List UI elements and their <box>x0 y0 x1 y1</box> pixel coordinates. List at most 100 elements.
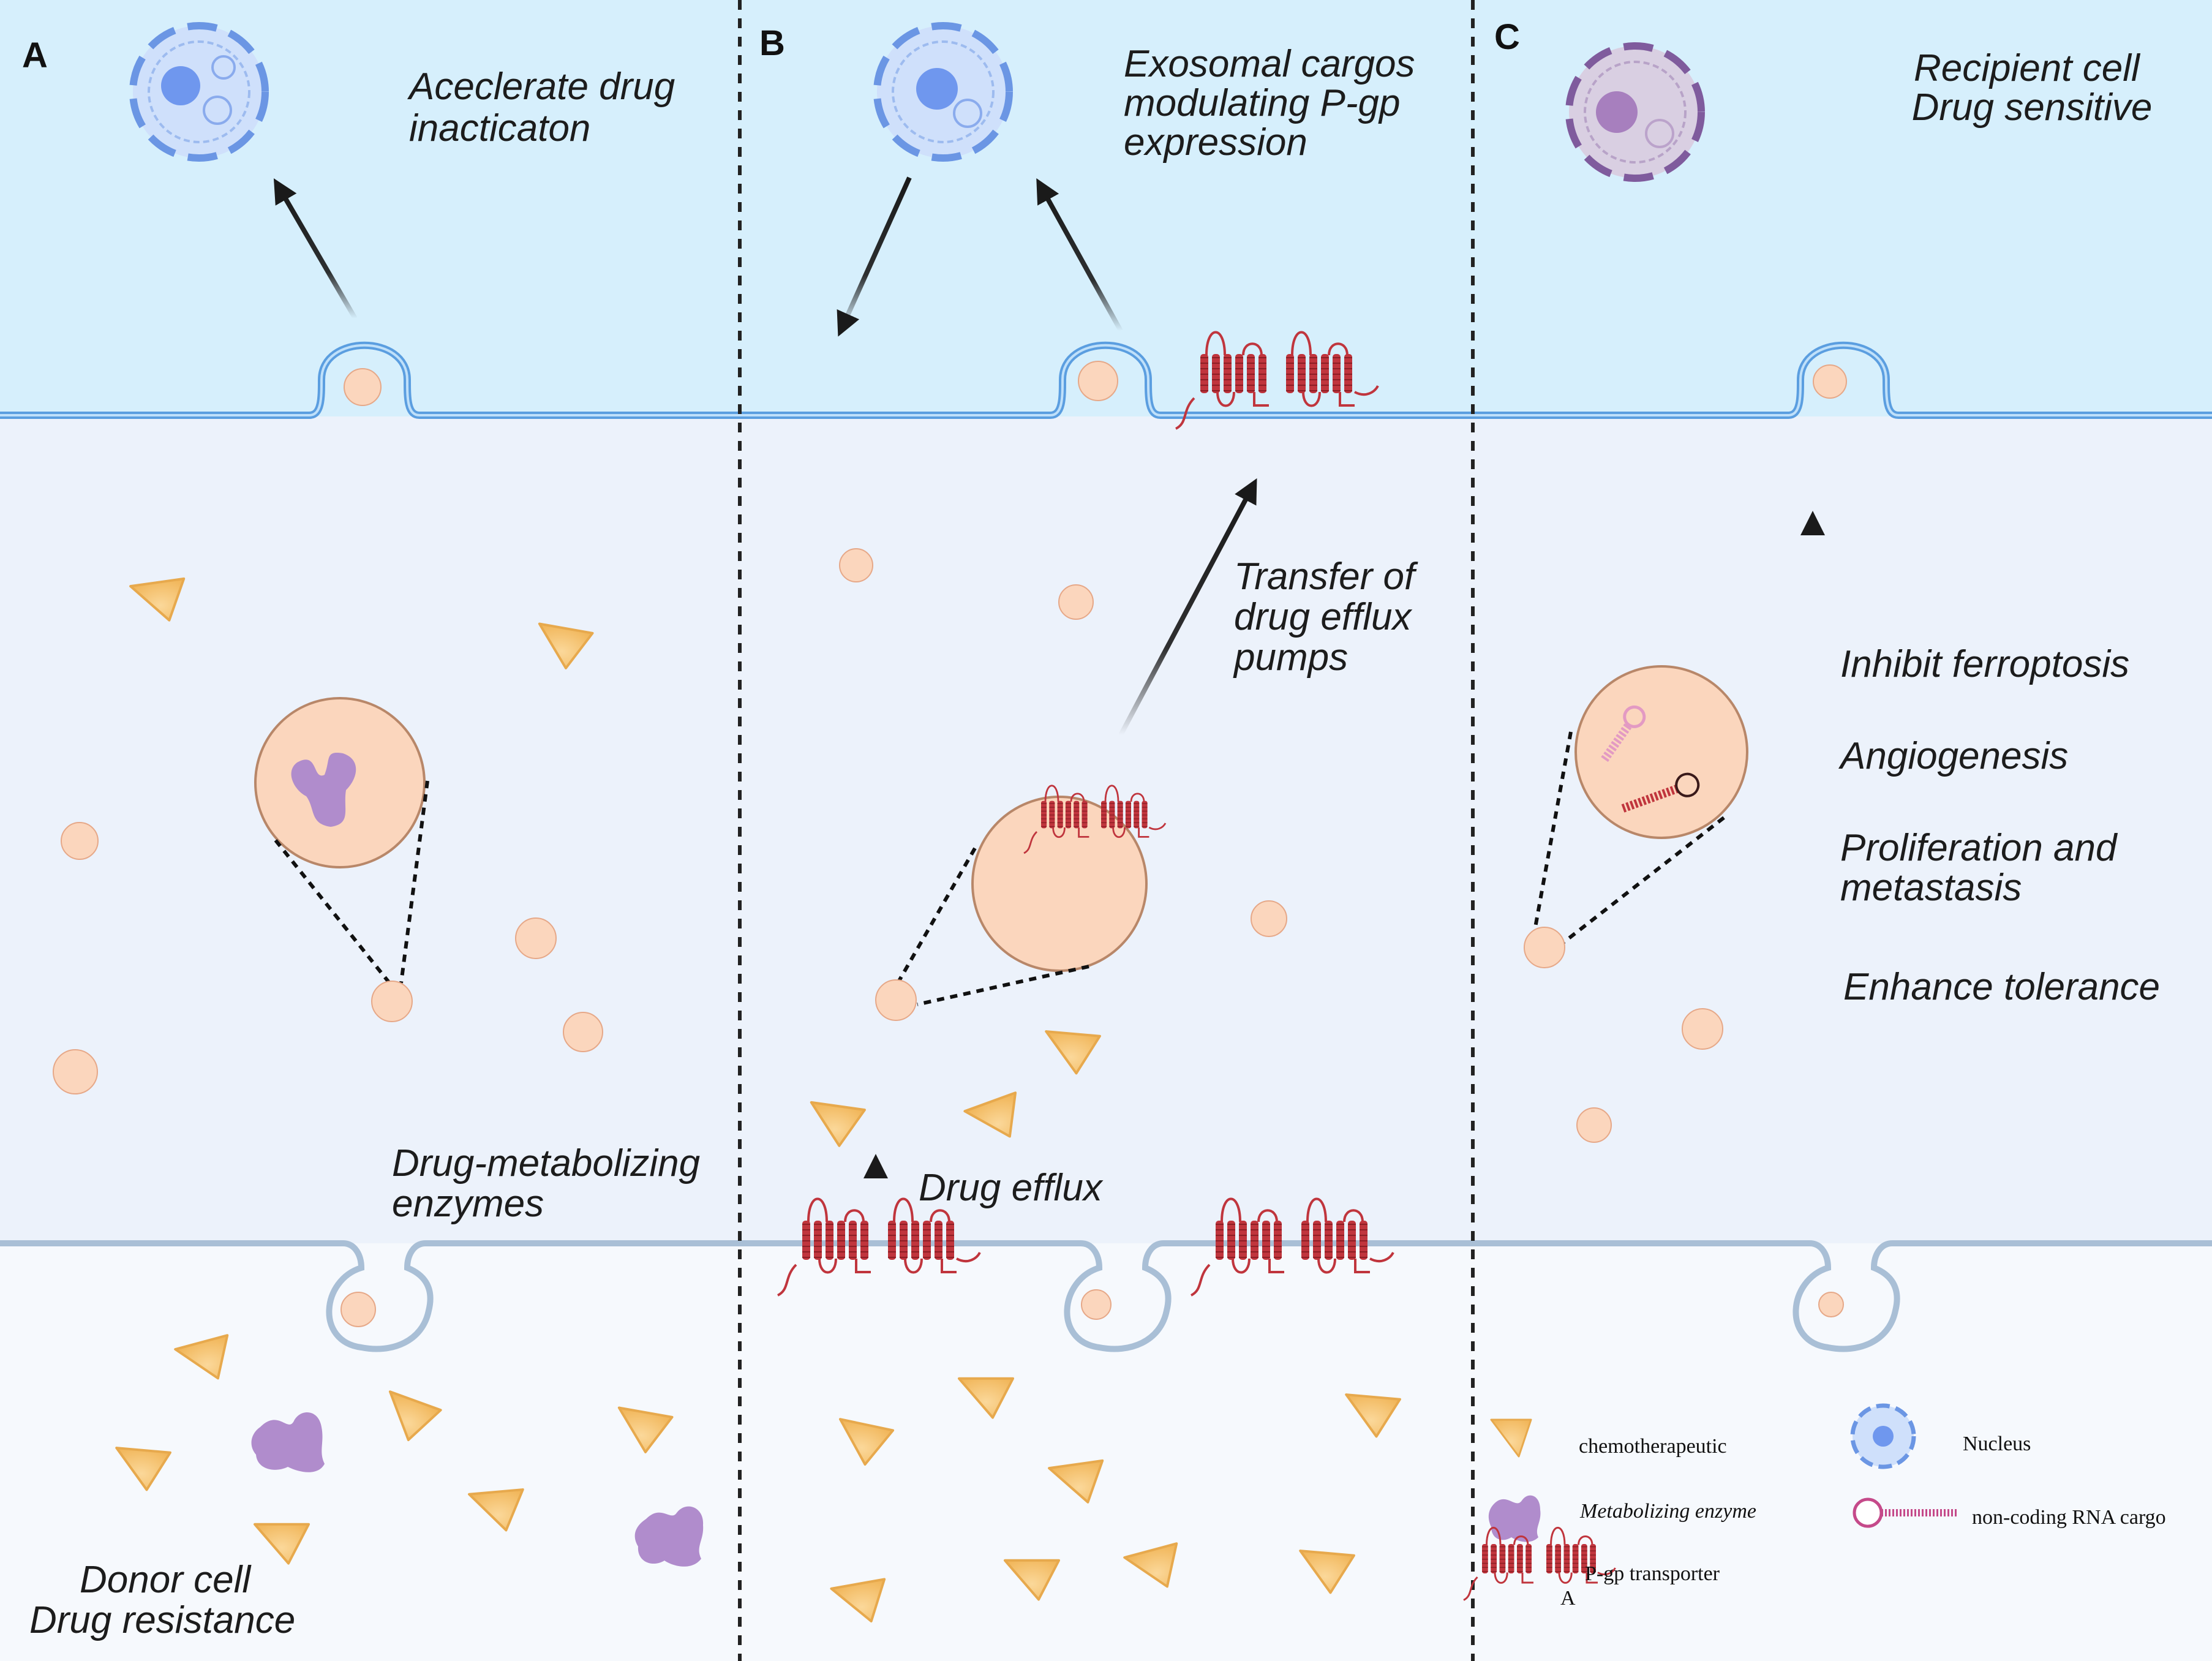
exosome-bud-a <box>340 1292 376 1327</box>
chemotherapeutic-drug <box>1123 1542 1178 1588</box>
nucleus-a <box>129 22 269 162</box>
enzyme-a <box>251 1412 325 1472</box>
arrow-a-up <box>273 178 358 320</box>
effect-proliferation-1: Proliferation and <box>1840 827 2118 869</box>
effect-inhibit-ferroptosis: Inhibit ferroptosis <box>1840 643 2129 685</box>
zoom-line-a-2 <box>399 780 429 984</box>
zoom-line-b-2 <box>917 965 1089 1006</box>
chemotherapeutic-drug <box>388 1390 442 1441</box>
legend-pgp-label: P-gp transporter <box>1585 1562 1720 1585</box>
exosome-b <box>1058 584 1094 620</box>
chemotherapeutic-drug <box>958 1377 1014 1419</box>
chemotherapeutic-drug <box>1048 1459 1104 1504</box>
exosome-pit-b <box>1078 361 1118 401</box>
chemotherapeutic-drug <box>129 577 186 622</box>
panel-a-bottom-text: Donor cell Drug resistance <box>29 1559 295 1641</box>
nucleus-b <box>873 22 1013 162</box>
chemotherapeutic-drug <box>1345 1393 1401 1438</box>
panel-a-bottom-line-2: Drug resistance <box>29 1599 295 1641</box>
exosome-zoom-c <box>1574 665 1748 839</box>
exosome-a <box>371 981 413 1022</box>
chemotherapeutic-drug <box>810 1101 866 1147</box>
effect-angiogenesis: Angiogenesis <box>1838 735 2068 777</box>
panel-b-mid-line-1: Transfer of <box>1234 556 1418 598</box>
legend-enzyme-label: Metabolizing enzyme <box>1579 1500 1756 1523</box>
legend-rna-label: non-coding RNA cargo <box>1972 1506 2166 1529</box>
chemotherapeutic-drug <box>468 1488 524 1532</box>
rna-in-zoom-c-2 <box>1621 772 1700 813</box>
exosome-a <box>53 1049 98 1094</box>
nucleus-c <box>1565 42 1705 182</box>
chemotherapeutic-drug <box>1004 1559 1060 1601</box>
panel-a-mid-line-1: Drug-metabolizing <box>392 1142 700 1185</box>
exosome-c <box>1576 1107 1612 1143</box>
legend-pgp-icon <box>1463 1526 1616 1601</box>
effect-proliferation-2: metastasis <box>1840 867 2022 909</box>
chemotherapeutic-drug <box>830 1578 886 1623</box>
chemotherapeutic-drug <box>174 1334 229 1380</box>
panel-b-top-line-1: Exosomal cargos <box>1124 43 1415 85</box>
chemotherapeutic-drug <box>115 1447 171 1491</box>
exosome-bud-b <box>1081 1289 1112 1320</box>
pgp-in-zoom-b <box>1023 785 1167 854</box>
pgp-transporter-efflux <box>777 1197 981 1297</box>
exosome-b <box>875 979 917 1021</box>
panel-b-mid-line-2: drug efflux <box>1234 596 1413 638</box>
panel-b-letter: B <box>759 23 785 63</box>
chemotherapeutic-drug <box>1045 1030 1101 1075</box>
arrow-b-down <box>837 176 912 337</box>
exosome-zoom-b <box>971 796 1148 972</box>
panel-a-mid-line-2: enzymes <box>392 1183 544 1225</box>
legend-nucleus-label: Nucleus <box>1963 1433 2031 1455</box>
chemotherapeutic-drugs <box>115 577 1401 1623</box>
exosome-bud-c <box>1818 1292 1844 1317</box>
effect-enhance-tolerance: Enhance tolerance <box>1843 966 2160 1008</box>
pgp-transporter-bottom <box>1190 1197 1394 1297</box>
exosome-b <box>839 548 873 582</box>
legend-chemo-label: chemotherapeutic <box>1579 1435 1727 1458</box>
panel-b-top-text: Exosomal cargos modulating P-gp expressi… <box>1124 43 1426 164</box>
panel-c-top-text: Recipient cell Drug sensitive <box>1912 47 2153 129</box>
panel-c-top-line-1: Recipient cell <box>1914 47 2141 89</box>
panel-a-top-line-2: inacticaton <box>409 107 590 149</box>
exosome-c <box>1682 1008 1723 1050</box>
panel-b-efflux-text: Drug efflux <box>919 1167 1104 1209</box>
exosome-a <box>563 1012 603 1052</box>
panel-a-letter: A <box>22 36 48 75</box>
panel-b-mid-line-3: pumps <box>1233 636 1348 679</box>
panel-c-letter: C <box>1494 17 1520 57</box>
chemotherapeutic-drug <box>1299 1550 1355 1594</box>
legend-pgp-mark: A <box>1560 1587 1576 1610</box>
chemotherapeutic-drug <box>963 1091 1017 1138</box>
panel-c-effects: Inhibit ferroptosis Angiogenesis Prolife… <box>1838 643 2160 1008</box>
arrow-b-up <box>1036 178 1123 332</box>
legend-nucleus-icon <box>1850 1403 1916 1469</box>
zoom-line-c-1 <box>1532 731 1573 935</box>
panel-b-top-line-3: expression <box>1124 121 1307 164</box>
lower-membrane <box>0 1240 2212 1352</box>
chemotherapeutic-drug <box>538 622 594 669</box>
legend: chemotherapeutic Metabolizing enzyme A P… <box>1463 1403 2166 1610</box>
panel-b-top-line-2: modulating P-gp <box>1124 82 1401 124</box>
exosome-b <box>1251 900 1287 937</box>
panel-a-top-text: Aceclerate drug inacticaton <box>407 66 685 149</box>
enzyme-in-zoom-a <box>291 753 356 827</box>
chemotherapeutic-drug <box>254 1523 310 1565</box>
panel-c-top-line-2: Drug sensitive <box>1912 86 2153 129</box>
chemotherapeutic-drug <box>617 1406 674 1453</box>
panel-a-mid-text: Drug-metabolizing enzymes <box>392 1142 710 1225</box>
panel-b-mid-text: Transfer of drug efflux pumps <box>1233 556 1425 679</box>
legend-chemo-icon <box>1490 1418 1532 1458</box>
exosome-c <box>1524 927 1565 968</box>
zoom-line-a-1 <box>274 839 394 987</box>
exosome-a <box>515 917 557 959</box>
exosome-pit-c <box>1813 364 1847 399</box>
pgp-transporter-top <box>1175 331 1379 430</box>
panel-a-top-line-1: Aceclerate drug <box>407 66 675 108</box>
chemotherapeutic-drug <box>838 1418 895 1466</box>
legend-rna-icon <box>1853 1497 1957 1528</box>
exosome-a <box>61 822 99 860</box>
arrow-b-transfer <box>1118 478 1257 736</box>
panel-a-bottom-line-1: Donor cell <box>80 1559 252 1601</box>
